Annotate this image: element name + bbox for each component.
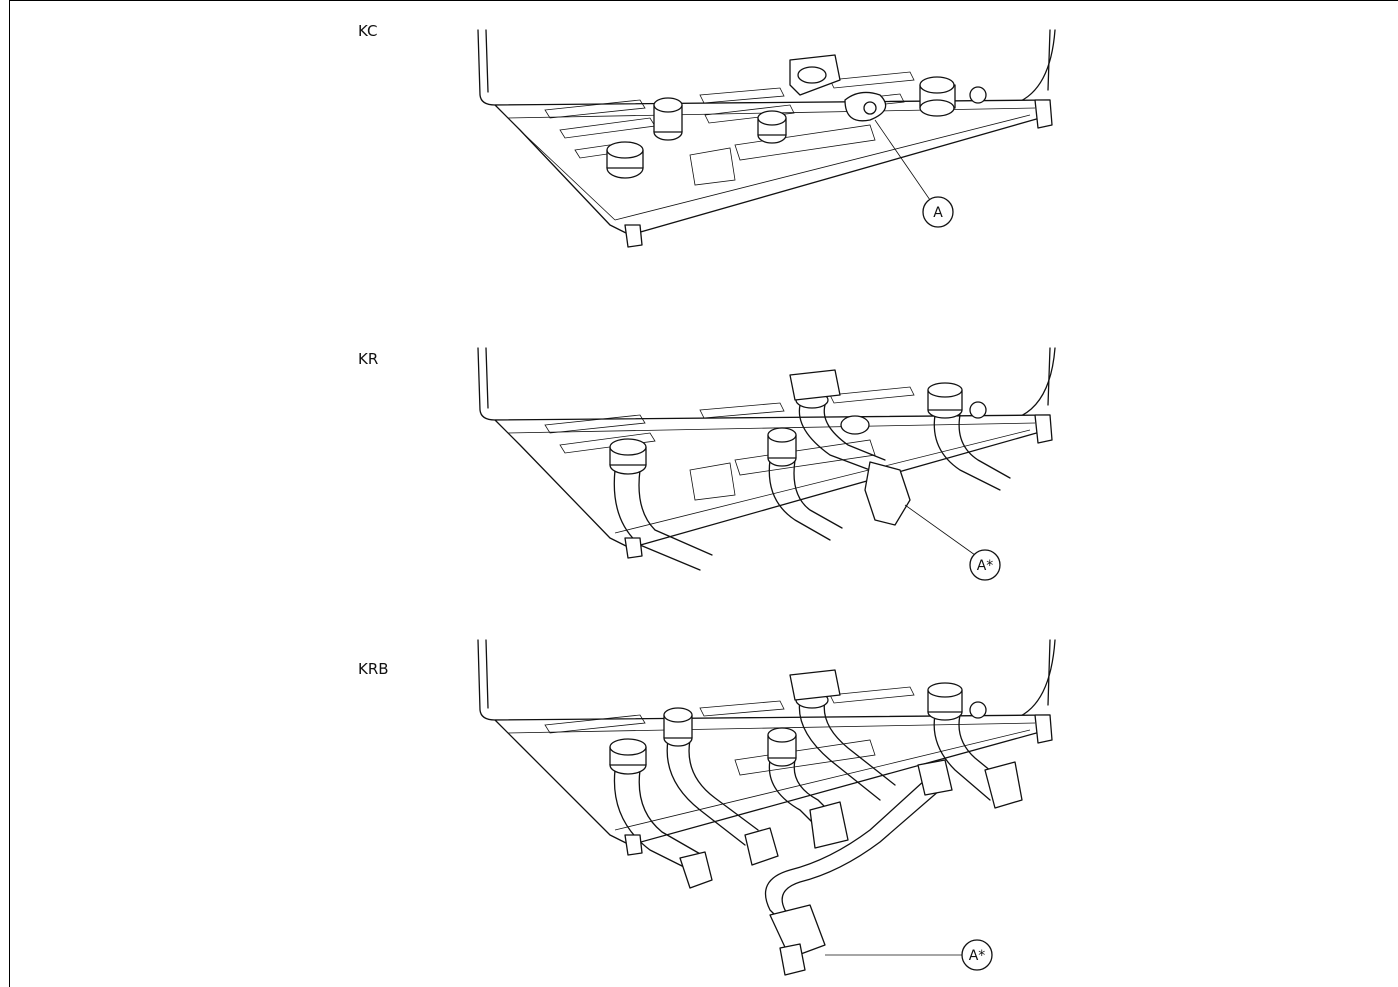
kr-boiler-view: A* (477, 347, 1056, 581)
variant-label-kc: KC (358, 22, 378, 40)
variant-label-kr: KR (358, 350, 379, 368)
frame-top-line (9, 0, 1398, 1)
variant-label-krb: KRB (358, 660, 389, 678)
callout-kc: A (933, 205, 943, 221)
frame-left-line (9, 0, 10, 987)
kc-boiler-view: A (477, 29, 1056, 248)
krb-boiler-view: A* (477, 639, 1056, 976)
callout-krb: A* (969, 948, 986, 964)
callout-kr: A* (977, 558, 994, 574)
